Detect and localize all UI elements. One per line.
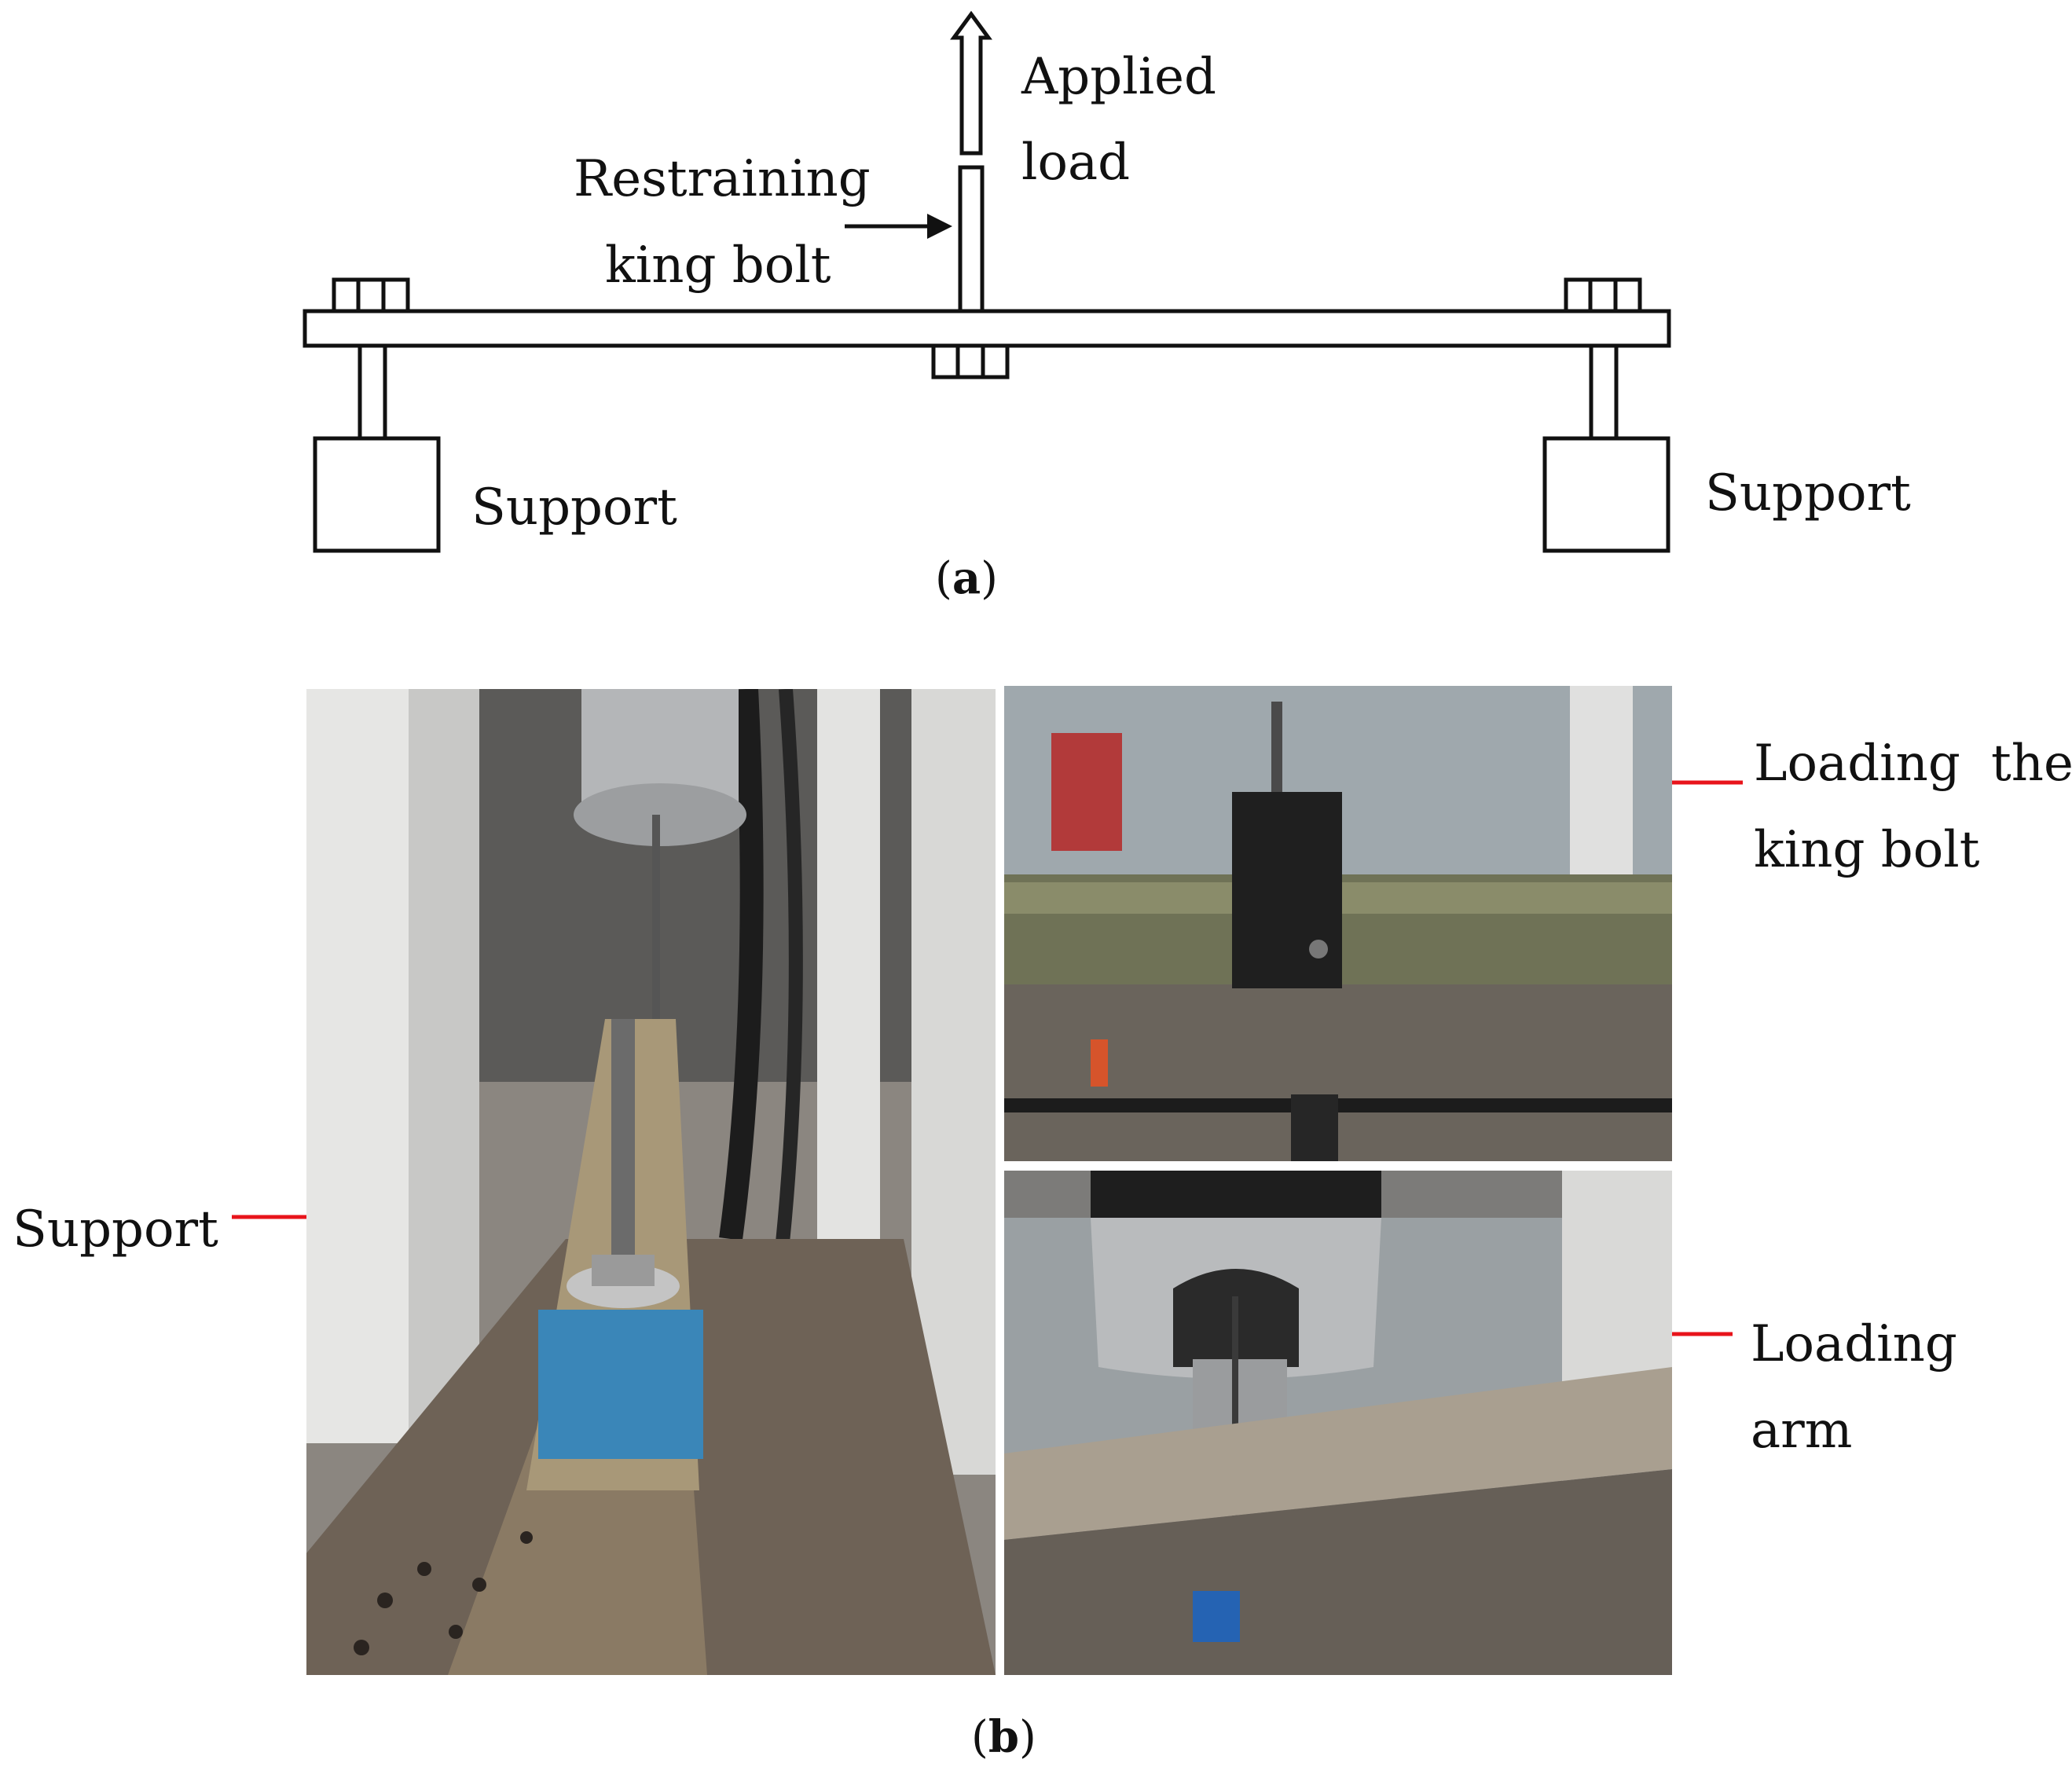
loading-arm-label-1: Loading — [1751, 1315, 1957, 1373]
loading-the-label-2: the — [1991, 735, 2072, 793]
applied-load-label-2: load — [1021, 134, 1131, 192]
nut-left-top — [332, 277, 410, 313]
caption-b: (b) — [971, 1711, 1036, 1763]
restraining-label-2: king bolt — [605, 236, 831, 295]
support-label-right: Support — [1705, 464, 1911, 522]
nut-center-bottom — [931, 343, 1010, 379]
beam — [303, 309, 1671, 348]
loading-the-label: Loading — [1754, 735, 1960, 793]
king-bolt-label: king bolt — [1754, 821, 1980, 879]
support-label-left: Support — [471, 478, 677, 537]
caption-a: (a) — [935, 552, 999, 604]
king-bolt — [958, 165, 985, 313]
photo-support — [306, 689, 996, 1675]
applied-load-label-1: Applied — [1021, 48, 1216, 106]
nut-right-top — [1564, 277, 1642, 313]
restraining-arrow-head — [927, 214, 952, 239]
support-block-left — [313, 436, 441, 553]
support-post-right — [1589, 343, 1619, 441]
photo-loading-king-bolt — [1004, 686, 1672, 1161]
support-photo-label: Support — [13, 1200, 218, 1259]
photo-loading-arm — [1004, 1171, 1672, 1675]
loading-arm-label-2: arm — [1751, 1402, 1853, 1460]
applied-load-arrow — [950, 10, 992, 156]
support-block-right — [1542, 436, 1670, 553]
restraining-label-1: Restraining — [574, 150, 871, 208]
support-post-left — [358, 343, 387, 441]
